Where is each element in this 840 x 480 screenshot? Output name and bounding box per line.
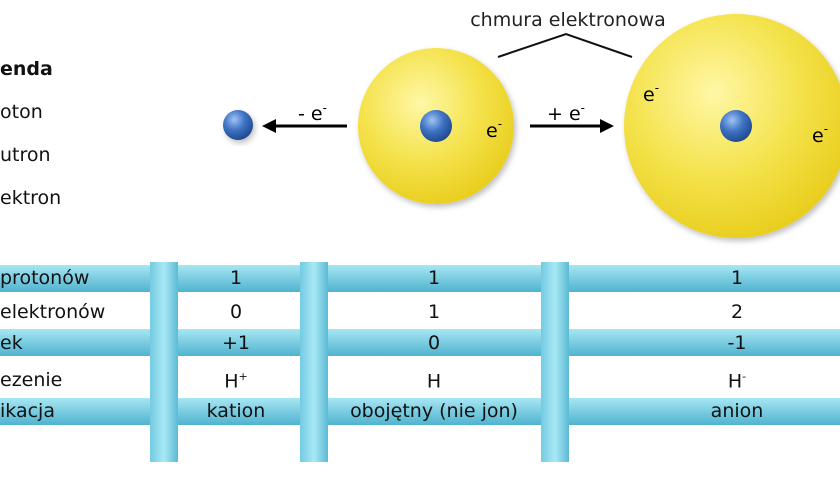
cell-h-charge: 0 (427, 332, 441, 354)
cell-h-symbol: H (426, 370, 442, 393)
cell-hminus-charge: -1 (727, 332, 747, 354)
proton-neutral (420, 110, 452, 142)
legend-title: enda (0, 58, 53, 80)
cell-hplus-classification: kation (206, 400, 266, 422)
proton-h-plus (223, 110, 253, 140)
row-label-electrons: elektronów (0, 301, 106, 323)
cell-hplus-protons: 1 (229, 267, 243, 289)
row-bar-classification (0, 398, 840, 425)
pillar-1 (150, 262, 178, 462)
row-label-symbol: ezenie (0, 369, 63, 391)
row-label-charge: ek (0, 332, 23, 354)
row-label-protons: protonów (0, 267, 90, 289)
cloud-bracket (497, 32, 633, 58)
cell-h-classification: obojętny (nie jon) (350, 400, 518, 422)
pillar-3 (541, 262, 569, 462)
electron-label-anion-2: e- (812, 122, 828, 147)
arrow-left-head (262, 119, 276, 133)
cell-hminus-electrons: 2 (730, 301, 744, 323)
cell-h-protons: 1 (427, 267, 441, 289)
pillar-2 (300, 262, 328, 462)
cell-hminus-protons: 1 (730, 267, 744, 289)
row-label-classification: ikacja (0, 400, 55, 422)
row-bar-charge (0, 329, 840, 356)
electron-label-anion-1: e- (643, 81, 659, 106)
cell-hplus-electrons: 0 (229, 301, 243, 323)
arrow-left-label: - e- (298, 101, 327, 125)
cell-h-electrons: 1 (427, 301, 441, 323)
row-bar-protons (0, 265, 840, 292)
legend-item-electron: ektron (0, 187, 62, 209)
legend-item-proton: oton (0, 101, 43, 123)
table-bars (0, 265, 840, 425)
cell-hplus-symbol: H+ (224, 370, 248, 393)
table-pillars (150, 262, 569, 462)
cell-hminus-classification: anion (710, 400, 764, 422)
legend-item-neutron: utron (0, 144, 51, 166)
cloud-label: chmura elektronowa (470, 9, 666, 31)
cell-hplus-charge: +1 (221, 332, 251, 354)
arrow-right-label: + e- (547, 101, 585, 125)
arrow-right-head (600, 119, 614, 133)
proton-anion (720, 110, 752, 142)
cell-hminus-symbol: H- (727, 370, 747, 393)
electron-label-neutral: e- (486, 117, 502, 142)
